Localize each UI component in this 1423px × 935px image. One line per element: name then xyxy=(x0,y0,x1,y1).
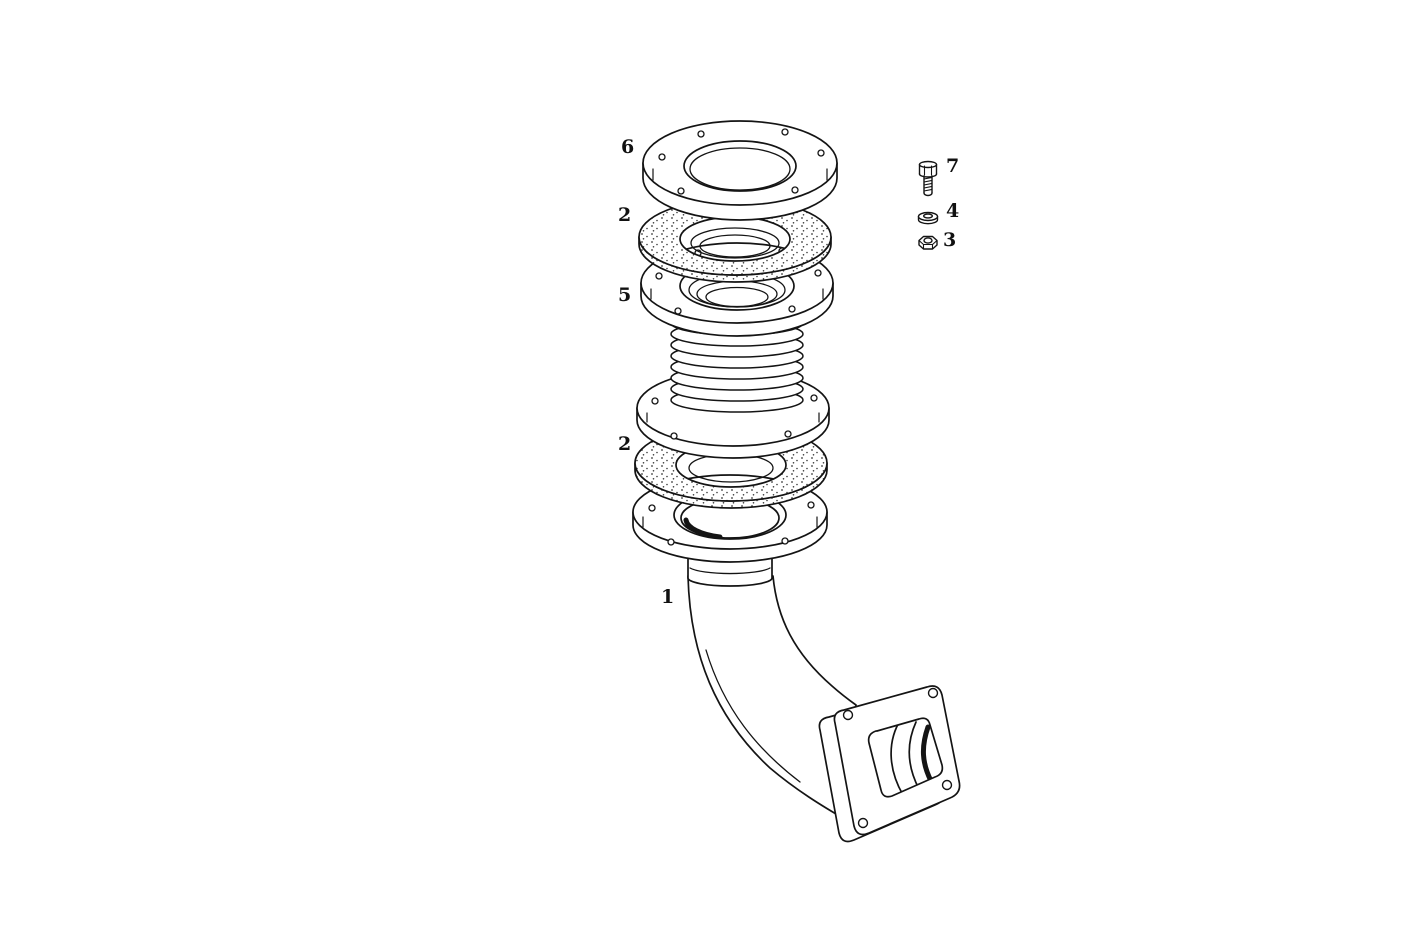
washer-hole xyxy=(923,213,934,219)
bolt-head-bottom xyxy=(918,173,938,178)
part-label-4: 4 xyxy=(946,200,960,222)
nut xyxy=(918,235,938,250)
elbow-bore-shadow xyxy=(683,517,723,539)
bolt-head-facets xyxy=(923,165,933,176)
part-label-3: 3 xyxy=(943,229,957,251)
bolt-head-top xyxy=(918,160,938,169)
gasket-upper-bore-lines xyxy=(690,227,780,259)
bolt-tip xyxy=(923,192,933,197)
part-label-2-lower: 2 xyxy=(618,433,632,455)
part-label-6: 6 xyxy=(621,136,635,158)
top-flange-bolt-holes xyxy=(658,128,825,195)
gasket-upper xyxy=(638,198,832,283)
top-flange-hole xyxy=(683,140,797,192)
top-flange-bore xyxy=(689,147,791,191)
part-label-2-upper: 2 xyxy=(618,204,632,226)
pipe-surface-line xyxy=(705,649,801,783)
part-label-7: 7 xyxy=(946,155,960,177)
pipe-neck-rim xyxy=(689,567,771,575)
bolt xyxy=(918,160,938,197)
bolt-head-sides xyxy=(918,163,938,175)
elbow-pipe xyxy=(632,474,961,843)
mounting-plate-bolt-holes xyxy=(842,687,953,829)
nut-top-facets xyxy=(918,239,938,250)
mounting-plate-throat xyxy=(890,718,934,796)
nut-hole xyxy=(923,237,933,244)
washer xyxy=(917,211,939,225)
bolt-threads xyxy=(923,176,933,192)
gasket-upper-ring xyxy=(638,198,832,276)
top-flange xyxy=(642,120,838,221)
part-label-5: 5 xyxy=(618,284,632,306)
part-label-1: 1 xyxy=(661,586,675,608)
